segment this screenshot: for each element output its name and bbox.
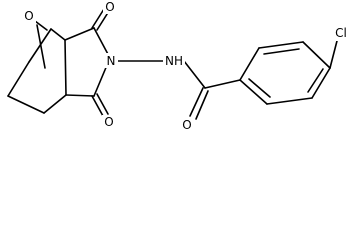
atom-imide-oxygen-top: O [105,0,114,14]
atom-imide-nitrogen: N [107,54,116,68]
bond-carbonyl-bottom-ring [65,94,95,97]
bond-co-top-1 [91,8,105,29]
bond-co-bottom-1 [91,95,104,117]
ring-bond-5 [266,97,313,105]
bond-ring-carbonyl-top [64,27,95,41]
bond-ethano-left [7,61,30,97]
ring-double-3 [248,78,271,98]
bond-bridgehead-bottom-ring [43,94,67,114]
bond-nh-carbonyl [183,60,206,89]
atom-imide-oxygen-bottom: O [104,115,113,129]
ring-double-2 [307,68,324,93]
bond-oxygen-bridge-bridgehead-bottom [36,24,46,69]
ring-bond-1 [239,47,260,81]
bond-amide-co-2 [195,90,209,120]
bond-amide-co-1 [189,87,204,117]
bond-carbonyl-ring [204,79,241,89]
bond-co-bottom-2 [96,93,109,115]
atom-amide-nh: NH [165,54,183,68]
atom-chlorine: Cl [335,26,347,40]
atom-bridge-oxygen: O [24,9,33,23]
chlorophenyl-ring [239,36,339,105]
bond-ring-fusion [64,39,67,96]
imide-ring [64,8,111,117]
bond-bridgehead-ethano-top [28,28,52,63]
ring-bond-2 [258,41,304,49]
ring-double-1 [263,48,300,55]
bicyclic-cage [7,17,67,114]
atom-amide-oxygen: O [182,118,191,132]
atom-labels: O O N O NH O Cl [22,0,351,133]
ring-bond-4 [311,67,331,99]
bond-bridgehead-top-ring [50,28,66,41]
molecule-canvas: O O N O NH O Cl [7,0,351,133]
ring-bond-6 [239,79,268,105]
bond-co-top-2 [96,10,110,31]
bond-c-cl [329,36,339,69]
bond-ethano-bottom [7,95,45,114]
amide-linker [115,60,241,120]
ring-bond-3 [302,41,331,69]
structure-drawing: O O N O NH O Cl [7,0,351,133]
